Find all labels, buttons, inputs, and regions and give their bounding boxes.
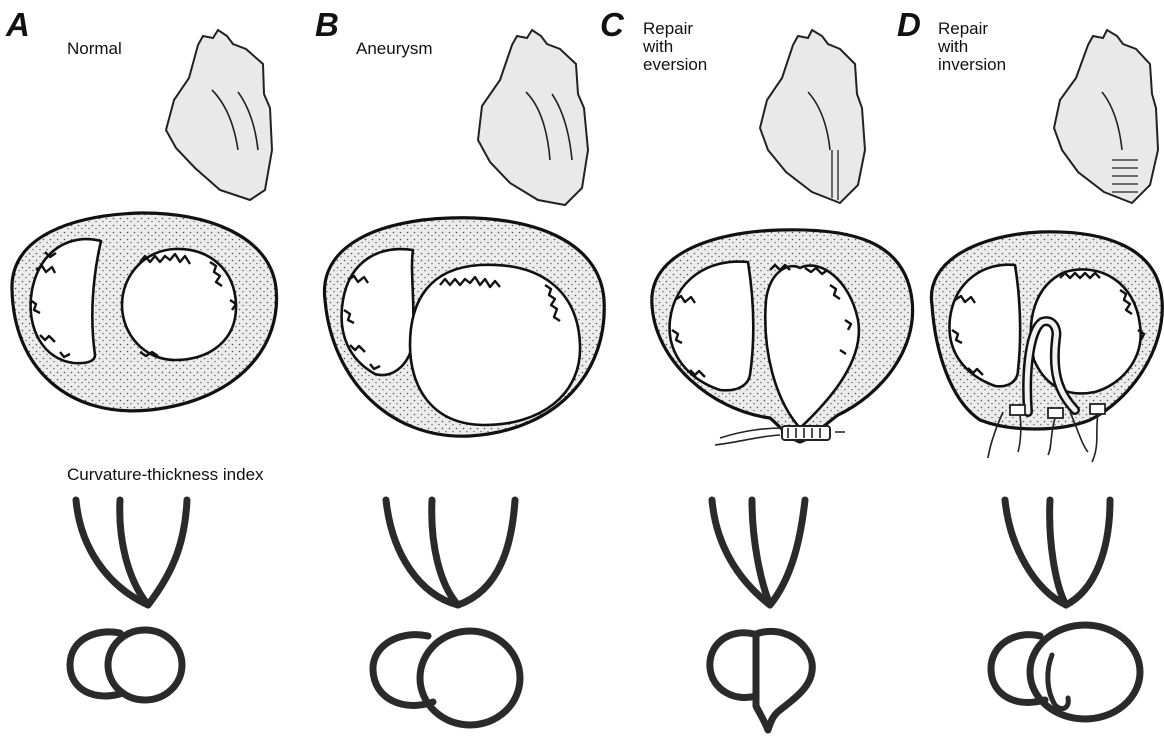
index-curve-inversion-repair xyxy=(1005,500,1110,605)
cross-section-aneurysm xyxy=(324,218,604,436)
panel-c-caption-line-2: with xyxy=(642,37,673,56)
heart-illustration-inversion-repair xyxy=(1054,30,1158,203)
heart-illustration-eversion-repair xyxy=(760,30,865,203)
curvature-thickness-index-label: Curvature-thickness index xyxy=(67,465,264,484)
index-curve-normal xyxy=(76,500,187,605)
index-outline-aneurysm xyxy=(373,631,520,725)
panel-b-letter: B xyxy=(315,6,339,43)
index-outline-eversion-repair xyxy=(710,631,812,730)
panel-c-caption-line-1: Repair xyxy=(643,19,693,38)
panel-a-caption-line-1: Normal xyxy=(67,39,122,58)
panel-d-caption-line-3: inversion xyxy=(938,55,1006,74)
cross-section-normal xyxy=(12,213,277,411)
index-curve-eversion-repair xyxy=(712,500,805,605)
panel-d-caption-line-1: Repair xyxy=(938,19,988,38)
cross-section-eversion-repair xyxy=(652,230,913,445)
index-curve-aneurysm xyxy=(386,500,515,605)
panel-b-header: B Aneurysm xyxy=(315,6,433,58)
panel-d-header: D Repair with inversion xyxy=(897,6,1006,74)
panel-c-caption-line-3: eversion xyxy=(643,55,707,74)
panel-b-caption-line-1: Aneurysm xyxy=(356,39,433,58)
heart-illustration-normal xyxy=(166,30,272,200)
panel-a-letter: A xyxy=(5,6,30,43)
cross-section-inversion-repair xyxy=(931,232,1162,462)
panel-a-header: A Normal xyxy=(5,6,122,58)
panel-c-letter: C xyxy=(600,6,625,43)
index-outline-inversion-repair xyxy=(991,625,1140,719)
index-outline-normal xyxy=(70,630,182,700)
panel-c-header: C Repair with eversion xyxy=(600,6,707,74)
panel-d-caption-line-2: with xyxy=(937,37,968,56)
heart-illustration-aneurysm xyxy=(478,30,588,205)
panel-d-letter: D xyxy=(897,6,921,43)
